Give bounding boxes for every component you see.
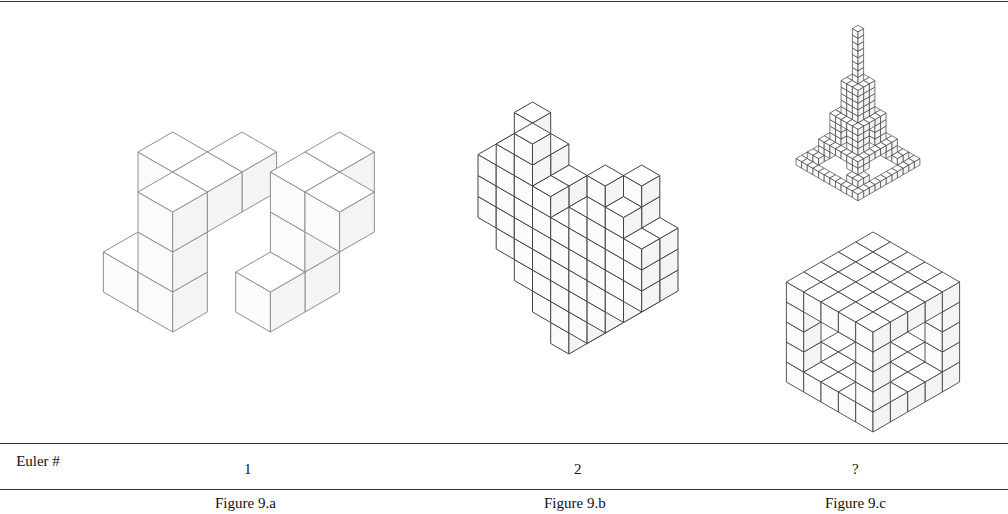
cube-face [514, 123, 550, 144]
table-cell: 2 [574, 461, 582, 477]
table-rule [0, 1, 1008, 2]
voxel-figure [478, 102, 678, 354]
table-cell: 1 [244, 461, 252, 477]
cube-face [624, 165, 660, 186]
cube-face [852, 175, 863, 182]
figure-caption: Figure 9.a [215, 495, 276, 511]
row-header: Euler # [12, 453, 64, 469]
voxel-figure [103, 132, 276, 332]
cube-face [856, 312, 891, 332]
figure-caption: Figure 9.c [825, 495, 886, 511]
table-rule [0, 489, 1008, 490]
cube-face [852, 84, 863, 91]
cube-face [514, 102, 550, 123]
voxel-figure [796, 25, 920, 201]
cube-face [852, 25, 863, 32]
voxel-figure [786, 232, 959, 432]
cube-face [852, 188, 863, 195]
cube-face [587, 165, 623, 186]
table-cell: ? [852, 461, 859, 477]
voxel-figures [103, 25, 959, 432]
voxel-figure [236, 132, 375, 332]
cube-face [852, 123, 863, 130]
figure-caption: Figure 9.b [544, 495, 606, 511]
cube-face [138, 172, 207, 212]
cube-face [305, 172, 374, 212]
table-rule [0, 443, 1008, 444]
cube-face [852, 155, 863, 162]
